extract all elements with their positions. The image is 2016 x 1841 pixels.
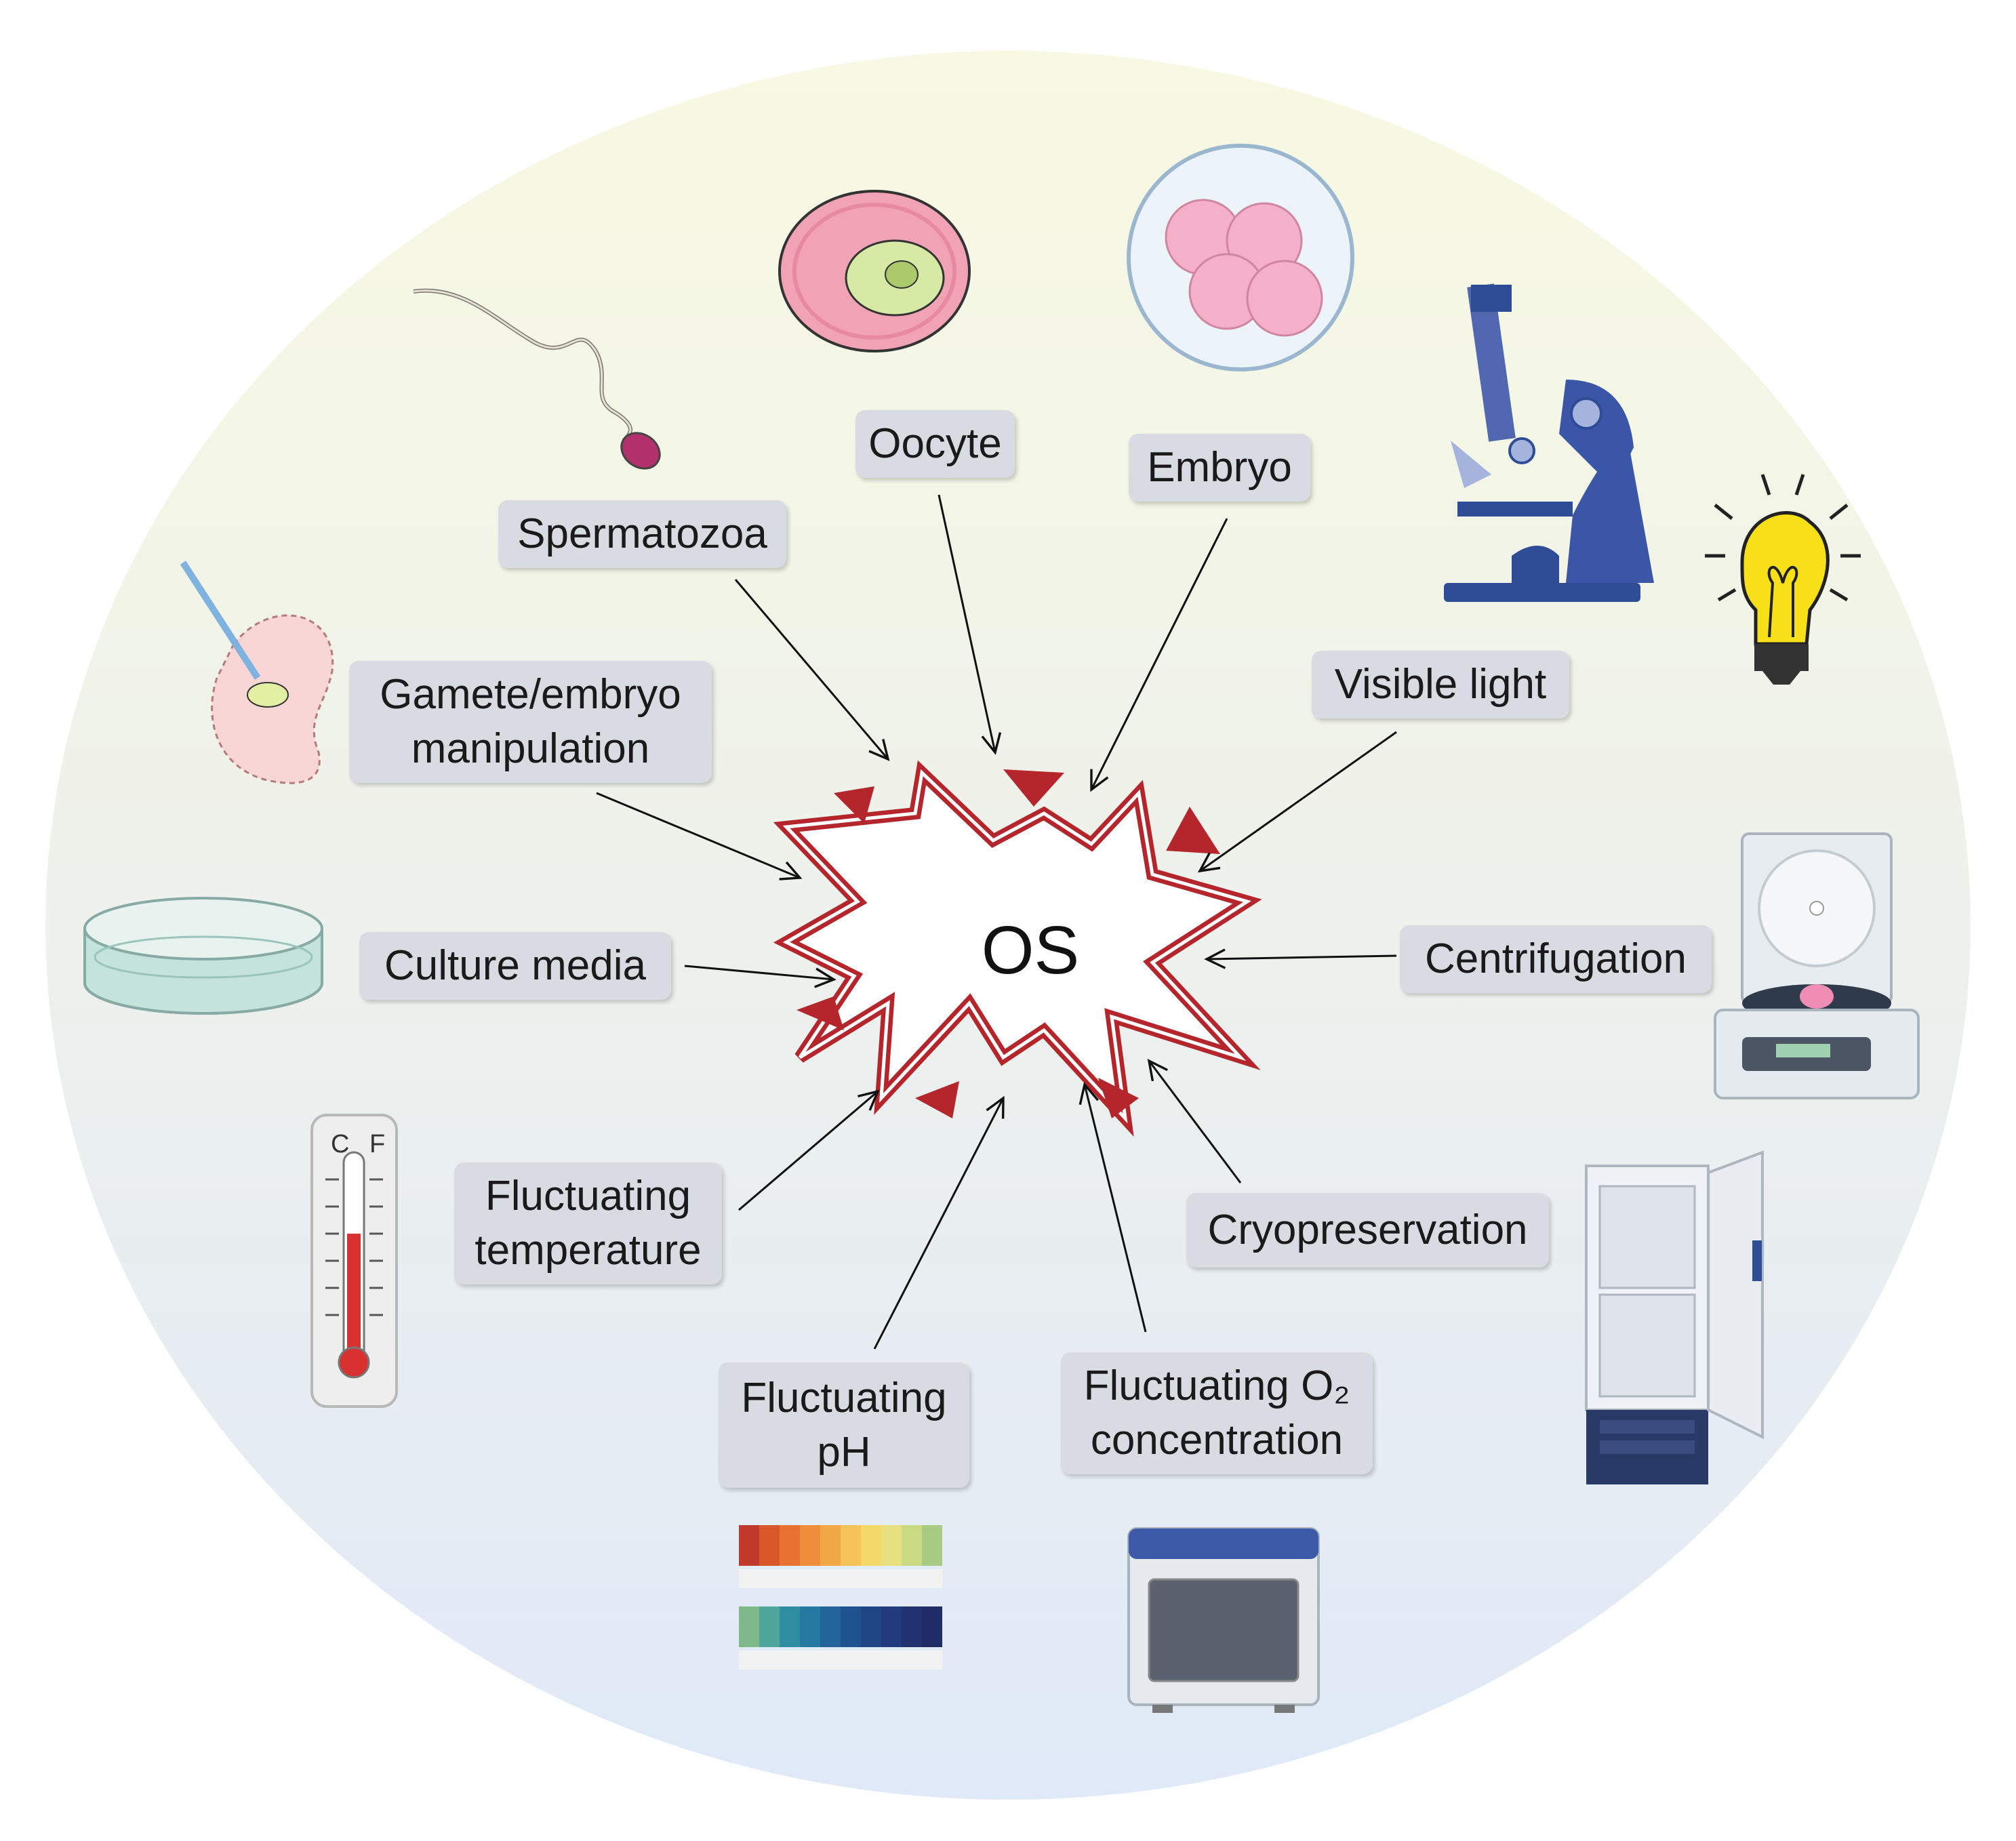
- label-fluctuating-ph: Fluctuating pH: [719, 1362, 969, 1488]
- thermometer-f-label: F: [369, 1130, 385, 1158]
- arrow-spermatozoa: [734, 579, 890, 761]
- label-culture-media-text: Culture media: [384, 942, 646, 989]
- oocyte-icon: [778, 190, 971, 352]
- arrow-fluctuating-ph: [873, 1095, 1005, 1350]
- petri-dish-icon: [83, 897, 323, 1015]
- label-visible-light: Visible light: [1312, 651, 1569, 719]
- label-fluctuating-temperature-line2: temperature: [475, 1227, 702, 1274]
- oxidative-stress-burst: [773, 760, 1262, 1137]
- light-bulb-icon: [1705, 474, 1861, 685]
- label-fluctuating-o2-line2: concentration: [1090, 1417, 1344, 1463]
- label-spermatozoa-text: Spermatozoa: [517, 510, 767, 557]
- label-gamete-manipulation-line2: manipulation: [411, 725, 650, 772]
- arrow-gamete-manipulation: [596, 792, 803, 881]
- arrow-visible-light: [1197, 731, 1397, 873]
- arrow-culture-media: [684, 965, 836, 988]
- label-fluctuating-temperature: Fluctuating temperature: [454, 1162, 722, 1284]
- arrow-fluctuating-temperature: [738, 1089, 880, 1211]
- label-visible-light-text: Visible light: [1334, 661, 1547, 708]
- label-fluctuating-o2: Fluctuating O₂ concentration: [1061, 1352, 1373, 1474]
- label-oocyte: Oocyte: [855, 410, 1015, 478]
- thermometer-icon: C F: [310, 1114, 398, 1408]
- label-embryo: Embryo: [1129, 434, 1310, 502]
- incubator-icon: [1127, 1527, 1320, 1713]
- embryo-icon: [1127, 144, 1354, 371]
- ph-strip-icon: [739, 1525, 942, 1670]
- arrow-embryo: [1090, 518, 1228, 792]
- centrifuge-icon: [1714, 832, 1920, 1099]
- arrow-oocyte: [938, 494, 1002, 755]
- label-gamete-manipulation-line1: Gamete/embryo: [380, 671, 681, 718]
- center-label-os: OS: [981, 912, 1080, 988]
- label-fluctuating-o2-line1: Fluctuating O₂: [1083, 1362, 1350, 1409]
- micromanipulation-icon: [180, 561, 334, 784]
- label-cryopreservation-text: Cryopreservation: [1207, 1207, 1528, 1253]
- label-culture-media: Culture media: [359, 932, 671, 1000]
- label-fluctuating-temperature-line1: Fluctuating: [485, 1173, 691, 1219]
- microscope-icon: [1444, 283, 1654, 602]
- label-fluctuating-ph-line2: pH: [817, 1428, 871, 1476]
- label-cryopreservation: Cryopreservation: [1186, 1193, 1549, 1268]
- label-embryo-text: Embryo: [1147, 444, 1292, 491]
- thermometer-c-label: C: [331, 1130, 349, 1158]
- spermatozoon-icon: [413, 288, 661, 470]
- label-centrifugation-text: Centrifugation: [1424, 935, 1687, 982]
- label-fluctuating-ph-line1: Fluctuating: [741, 1374, 947, 1421]
- label-oocyte-text: Oocyte: [868, 420, 1002, 467]
- label-spermatozoa: Spermatozoa: [498, 500, 786, 568]
- arrow-centrifugation: [1204, 948, 1397, 969]
- arrow-fluctuating-o2: [1078, 1082, 1147, 1333]
- freezer-icon: [1585, 1150, 1764, 1484]
- arrow-cryopreservation: [1147, 1058, 1242, 1184]
- label-centrifugation: Centrifugation: [1400, 925, 1712, 993]
- label-gamete-manipulation: Gamete/embryo manipulation: [349, 661, 712, 783]
- arrows: [596, 494, 1397, 1350]
